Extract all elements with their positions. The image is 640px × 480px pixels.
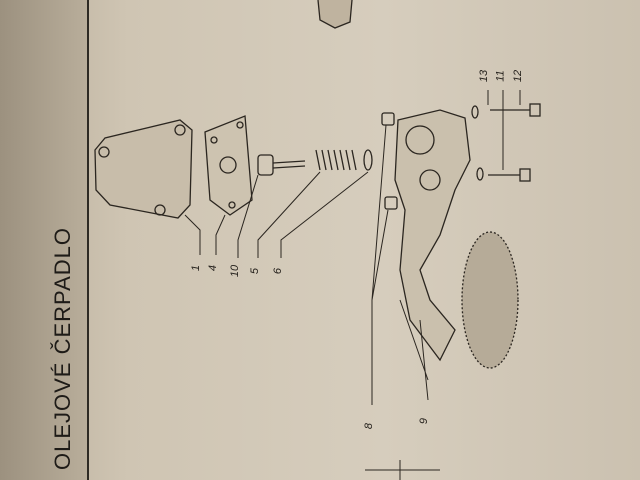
part-label-10: 10 (229, 264, 242, 278)
pump-body (394, 109, 471, 362)
part-label-8: 8 (363, 422, 376, 430)
leader-lines (184, 90, 521, 480)
gear-fragment (317, 0, 353, 29)
spring-part-5 (315, 149, 357, 171)
page-shadow (0, 0, 88, 480)
part-label-11: 11 (494, 70, 507, 82)
part-label-9: 9 (418, 417, 431, 425)
margin-rule (87, 0, 89, 480)
bolts-part-11-12 (471, 103, 541, 182)
strainer-part-9 (461, 231, 519, 369)
part-label-13: 13 (478, 69, 491, 83)
part-label-6: 6 (272, 267, 285, 275)
part-label-5: 5 (249, 267, 262, 275)
part-label-1: 1 (190, 264, 203, 272)
valve-part-10 (257, 154, 306, 176)
part-label-4: 4 (207, 264, 220, 272)
washer-part-6 (363, 149, 373, 171)
part-label-12: 12 (512, 69, 525, 83)
pins-part-8 (381, 112, 398, 210)
bracket-part-1 (94, 119, 193, 219)
cover-plate-part-4 (204, 115, 253, 216)
